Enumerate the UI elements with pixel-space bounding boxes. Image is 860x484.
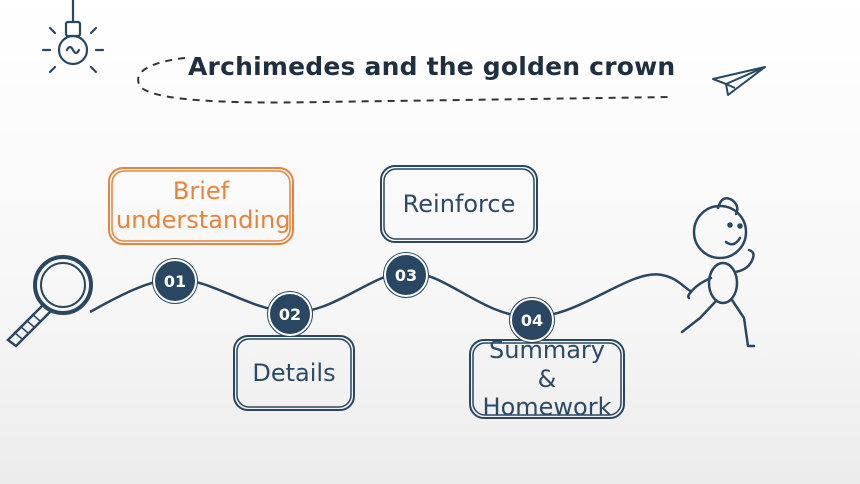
stick-figure-icon [680, 197, 756, 348]
step-box-reinforce[interactable]: Reinforce [380, 165, 538, 243]
step-label: Brief understanding [116, 177, 291, 234]
paper-plane-icon [712, 66, 766, 96]
step-node-02[interactable]: 02 [268, 292, 312, 336]
step-box-summary-homework[interactable]: Summary & Homework [469, 336, 625, 421]
magnifier-icon [6, 255, 93, 348]
step-box-brief-understanding[interactable]: Brief understanding [108, 167, 294, 245]
lightbulb-icon [41, 0, 105, 74]
step-label: Summary & Homework [482, 335, 612, 422]
title-underline [137, 57, 673, 104]
step-node-03[interactable]: 03 [384, 253, 428, 297]
step-box-details[interactable]: Details [233, 335, 355, 411]
step-node-01[interactable]: 01 [153, 259, 197, 303]
step-label: Details [252, 358, 336, 387]
page-title: Archimedes and the golden crown [188, 52, 676, 81]
step-label: Reinforce [402, 189, 516, 218]
step-node-04[interactable]: 04 [510, 298, 554, 342]
